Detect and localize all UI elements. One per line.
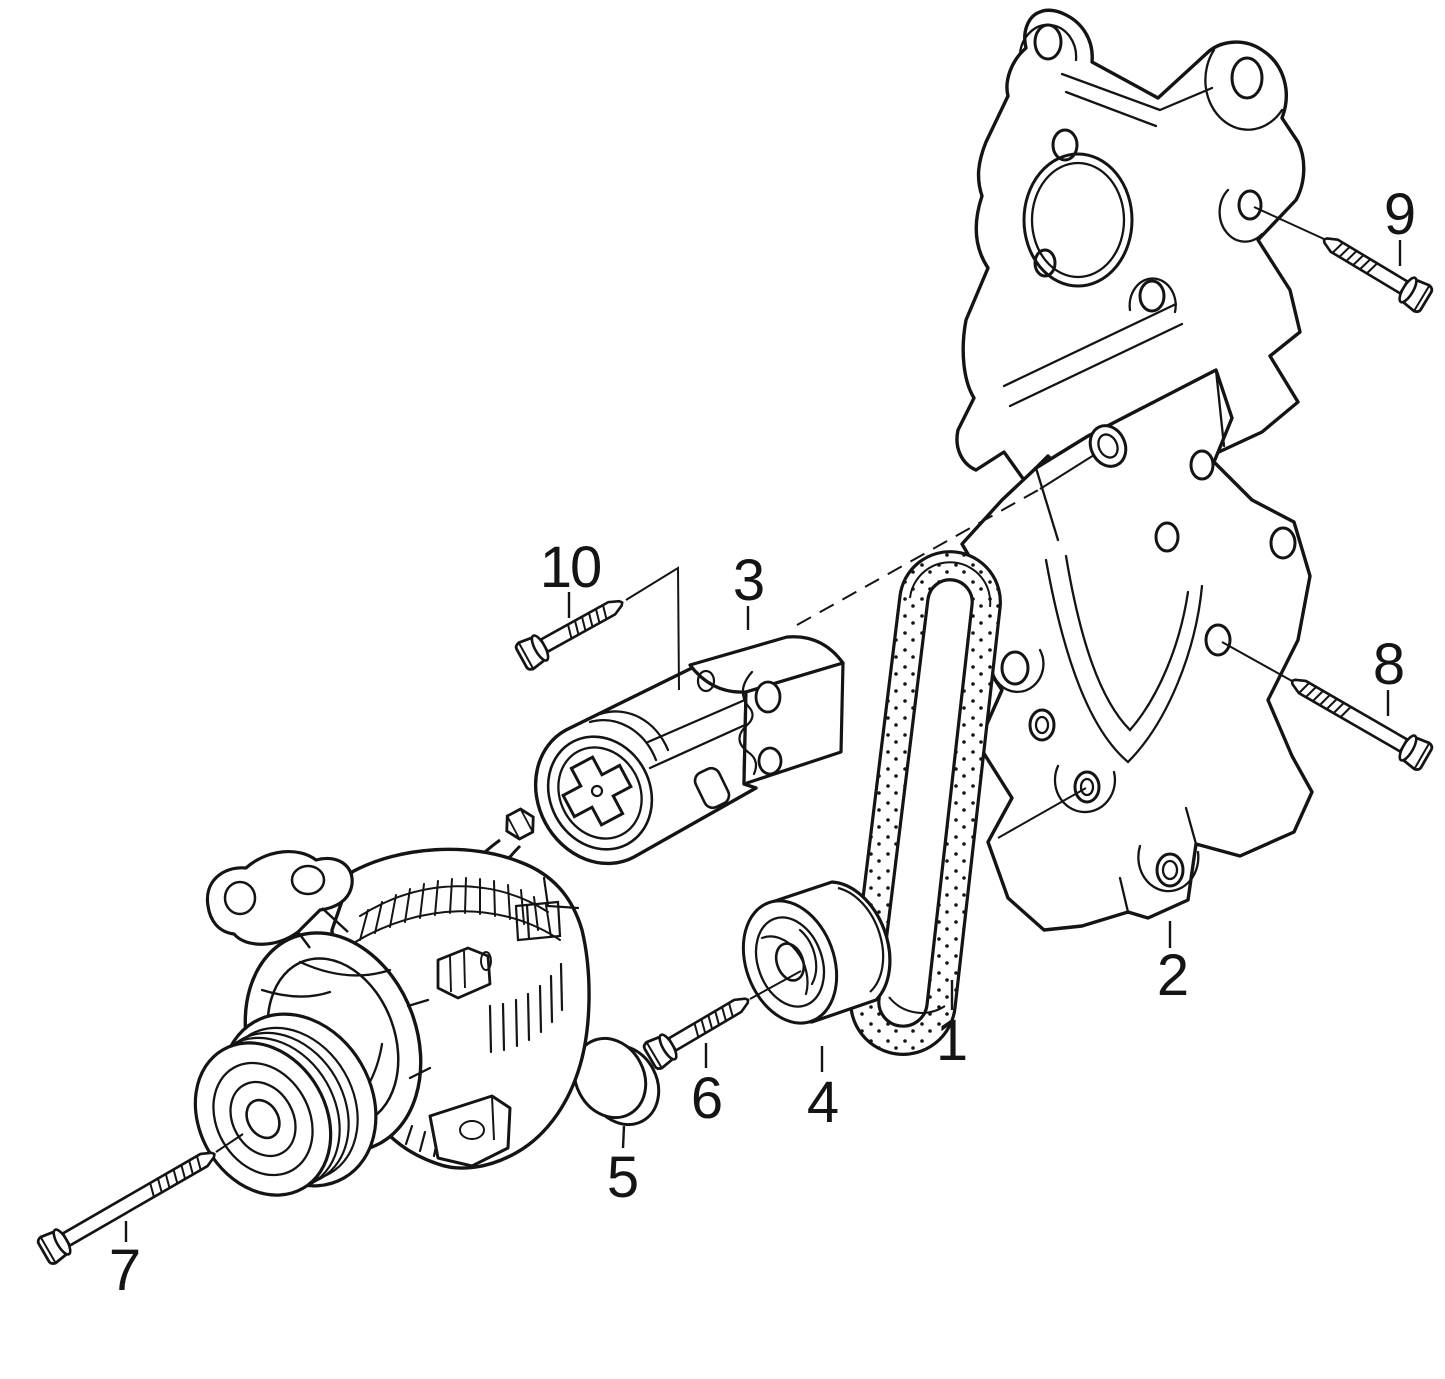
bolt-6 — [642, 997, 750, 1070]
tensioner-slot — [693, 766, 731, 810]
bolt-threads — [645, 1002, 734, 1069]
engine-bracket-holes — [1022, 23, 1264, 313]
bolt-8 — [1290, 678, 1434, 771]
tensioner-cross-socket — [561, 755, 633, 827]
engine-bracket-details — [1002, 23, 1284, 408]
pulley-front-ring — [212, 1061, 314, 1177]
pulley-hub-hole — [245, 1098, 281, 1140]
bolt-threads — [1331, 241, 1431, 312]
bolt-threads — [517, 604, 608, 670]
cap-front — [572, 1036, 648, 1120]
idler-pulley — [741, 880, 892, 1025]
cross-socket-center — [590, 784, 604, 798]
bolt-shaft — [61, 1151, 216, 1247]
callout-7-label: 7 — [109, 1238, 139, 1303]
tensioner-flange-details — [696, 669, 758, 776]
mounting-bracket-holes — [1000, 449, 1297, 888]
bolt-9-axis-line — [1253, 206, 1325, 240]
callout-2-label: 2 — [1157, 943, 1187, 1008]
cross-socket-shape — [561, 755, 633, 827]
bolt-threads — [39, 1155, 202, 1264]
pulley-front-ring2 — [229, 1080, 297, 1158]
bolt-shaft — [1290, 678, 1409, 753]
mounting-bracket — [960, 368, 1314, 932]
tensioner-body-details — [588, 694, 758, 770]
mounting-bracket-details — [990, 368, 1226, 914]
tensioner-hex-stub — [505, 807, 535, 841]
callout-1-label: 1 — [936, 1008, 966, 1073]
hex-stub-shape — [505, 807, 535, 841]
idler-pulley-back-rim — [837, 886, 885, 993]
bolt-7 — [36, 1151, 216, 1265]
sealing-cap — [572, 1036, 661, 1127]
callout-9-label: 9 — [1384, 182, 1414, 247]
belt-tensioner — [440, 635, 845, 925]
bolt-shaft — [667, 997, 750, 1052]
mounting-grommet — [1088, 424, 1128, 468]
tensioner-assembly-dashed-line — [796, 488, 1041, 626]
bolt-threads — [1297, 681, 1431, 770]
tensioner-ring-inner — [557, 746, 643, 840]
alternator-foot-details — [459, 1095, 495, 1141]
alternator-ear-holes — [223, 864, 349, 949]
hex-stub-facets — [506, 808, 534, 840]
bolt-10-guide-line — [625, 566, 680, 691]
tensioner-flange-holes — [754, 680, 783, 776]
bolt-8-axis-line — [1221, 641, 1293, 682]
callout-6-label: 6 — [691, 1066, 721, 1131]
cap-front-face — [572, 1036, 648, 1120]
callout-5-label: 5 — [607, 1145, 637, 1210]
alternator-terminal-details — [449, 950, 492, 993]
bolt-9 — [1322, 237, 1434, 314]
alternator-pulley — [193, 1012, 378, 1197]
bolt-7-axis-line — [215, 787, 1087, 1153]
pulley-face-mid — [754, 916, 826, 1008]
grommet-inner — [1097, 433, 1119, 459]
alternator-stator-fins — [351, 877, 561, 945]
alternator — [193, 847, 591, 1197]
tensioner-slot-shape — [693, 766, 731, 810]
alternator-top-ear — [205, 849, 354, 946]
callout-10-label: 10 — [540, 535, 601, 600]
bolt-10 — [514, 599, 624, 671]
callout-3-label: 3 — [733, 548, 763, 613]
callout-5-leader — [621, 1125, 626, 1149]
bolt-shaft — [539, 599, 624, 653]
bolt-6-axis-line — [749, 970, 802, 1000]
callout-4-label: 4 — [807, 1070, 838, 1135]
tensioner-assembly-solid-line — [1039, 454, 1095, 490]
callout-8-label: 8 — [1373, 632, 1403, 697]
idler-pulley-spirals — [760, 928, 818, 996]
ribbed-belt-edge-lines — [888, 561, 992, 1014]
